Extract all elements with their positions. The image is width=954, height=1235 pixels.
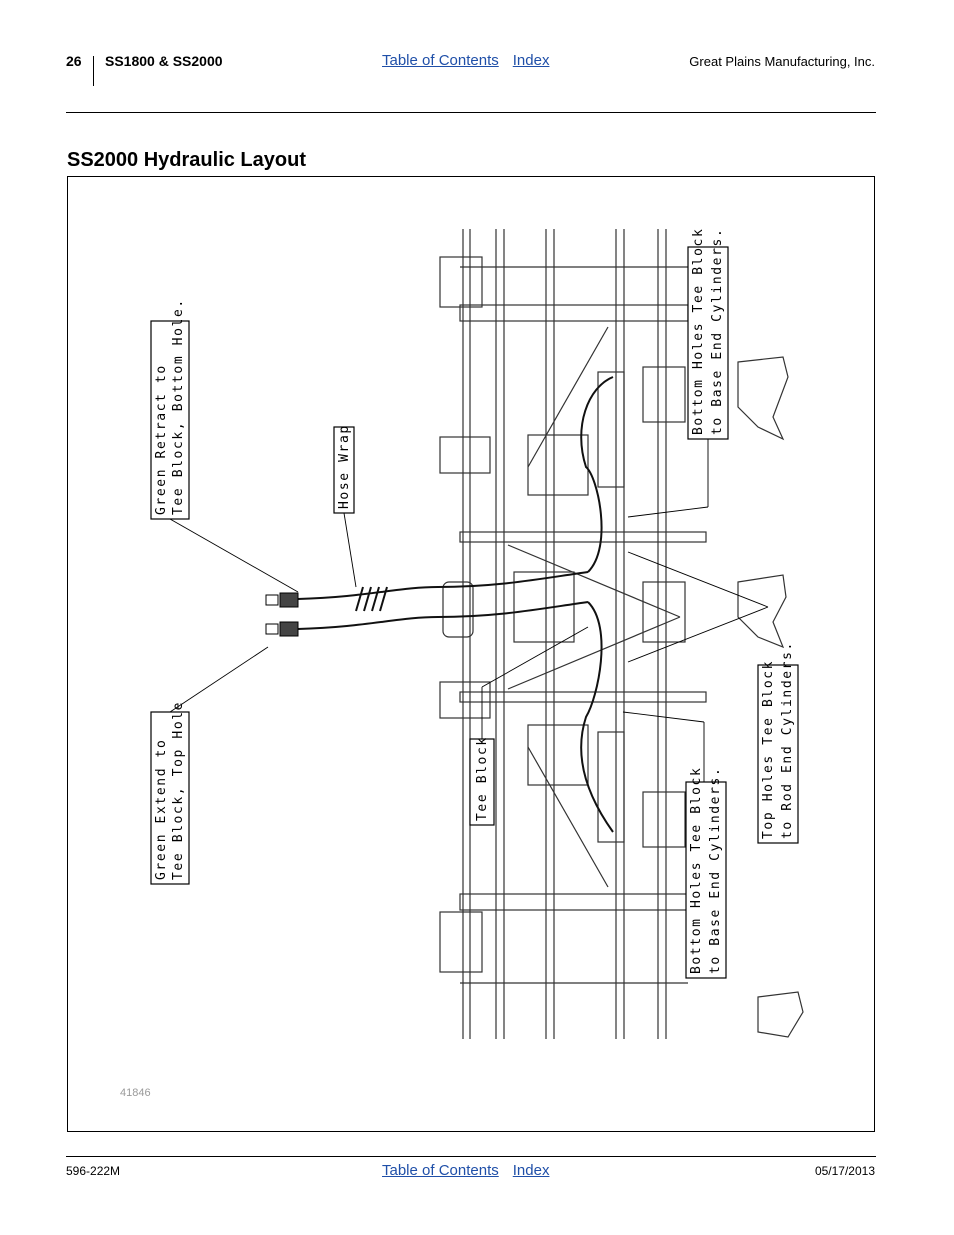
hose-couplers xyxy=(265,592,299,637)
header-nav: Table of Contents Index xyxy=(382,52,549,69)
header-divider xyxy=(93,56,94,86)
company-name: Great Plains Manufacturing, Inc. xyxy=(689,54,875,69)
label-top-holes-2: to Rod End Cylinders. xyxy=(780,641,795,839)
page-title: SS2000 Hydraulic Layout xyxy=(67,149,306,171)
label-bottom-holes-upper-2: to Base End Cylinders. xyxy=(710,228,725,435)
figure-number: 41846 xyxy=(120,1087,151,1099)
header-rule xyxy=(66,112,876,113)
toc-link-footer[interactable]: Table of Contents xyxy=(382,1162,499,1179)
callout-boxes xyxy=(150,246,799,979)
label-green-retract-2: Tee Block, Bottom Hole. xyxy=(171,298,186,515)
document-number: 596-222M xyxy=(66,1164,121,1178)
hydraulic-layout-figure: Green Retract to Tee Block, Bottom Hole.… xyxy=(67,176,875,1132)
label-top-holes-1: Top Holes Tee Block xyxy=(761,660,776,839)
hydraulic-diagram: Green Retract to Tee Block, Bottom Hole.… xyxy=(150,228,804,1039)
label-tee-block: Tee Block xyxy=(475,736,490,821)
label-green-extend-1: Green Extend to xyxy=(154,739,169,880)
model-name: SS1800 & SS2000 xyxy=(105,53,223,69)
label-bottom-holes-lower-1: Bottom Holes Tee Block xyxy=(689,767,704,974)
label-green-retract-1: Green Retract to xyxy=(154,364,169,515)
leader-lines xyxy=(169,439,769,782)
footer-rule xyxy=(66,1156,876,1157)
label-green-extend-2: Tee Block, Top Hole xyxy=(171,701,186,880)
page-number: 26 xyxy=(66,53,82,69)
toc-link[interactable]: Table of Contents xyxy=(382,52,499,69)
frame-drawing xyxy=(439,229,804,1039)
index-link[interactable]: Index xyxy=(512,52,550,69)
footer-nav: Table of Contents Index xyxy=(382,1162,549,1179)
callout-labels: Green Retract to Tee Block, Bottom Hole.… xyxy=(154,228,795,974)
label-hose-wrap: Hose Wrap xyxy=(337,424,352,509)
label-bottom-holes-upper-1: Bottom Holes Tee Block xyxy=(691,228,706,435)
hose-routing xyxy=(297,376,614,833)
revision-date: 05/17/2013 xyxy=(814,1164,875,1178)
index-link-footer[interactable]: Index xyxy=(512,1162,550,1179)
label-bottom-holes-lower-2: to Base End Cylinders. xyxy=(708,767,723,974)
